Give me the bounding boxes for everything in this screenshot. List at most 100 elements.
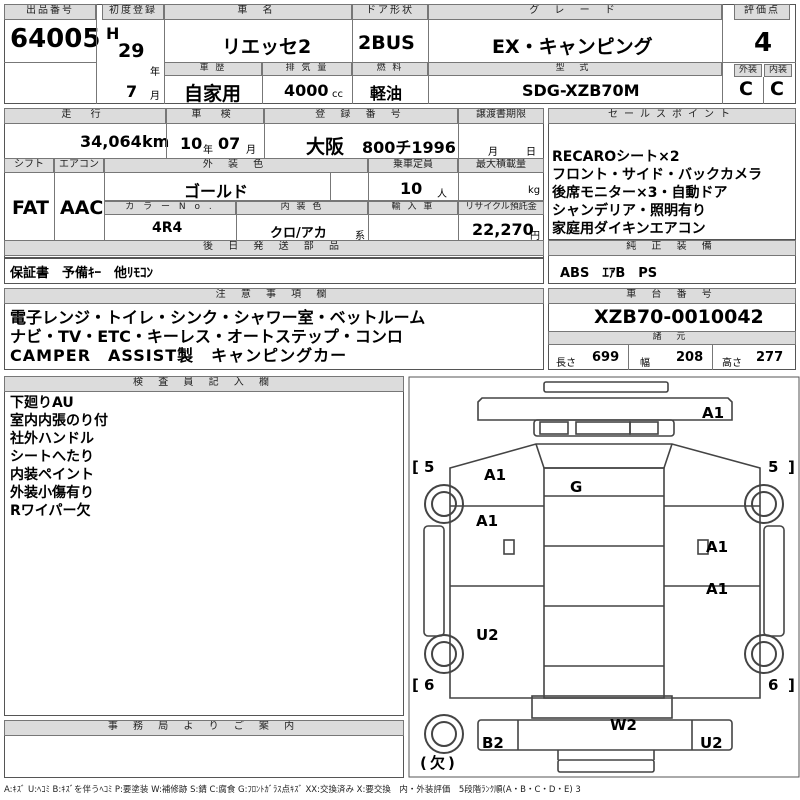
insp-year-unit: 年 (203, 145, 213, 156)
inspector-item: 内装ペイント (10, 467, 94, 483)
mileage-box (4, 108, 544, 258)
delivery-header: 後 日 発 送 部 品 (4, 240, 544, 256)
inspector-item: Rワイパー欠 (10, 503, 91, 519)
sales-item: シャンデリア・照明有り (552, 203, 706, 219)
damage-left-door: A1 (476, 512, 498, 530)
damage-front: A1 (702, 404, 724, 422)
history-header: 車 歴 (164, 62, 262, 76)
notes-list: 電子レンジ・トイレ・シンク・シャワー室・ベットルーム ナビ・TV・ETC・キーレ… (10, 308, 425, 365)
dims-header: 諸 元 (548, 331, 796, 345)
tyre-rl-value: 6 (424, 676, 434, 694)
capacity: 10 (400, 179, 423, 198)
damage-right-lower: A1 (706, 580, 728, 598)
displacement: 4000 (284, 81, 329, 100)
year-unit: 年 (150, 67, 160, 78)
history: 自家用 (184, 83, 242, 105)
ac-header: エアコン (54, 158, 104, 173)
office-header: 事 務 局 よ り ご 案 内 (4, 720, 404, 736)
cc-unit: cc (332, 89, 343, 100)
tyre-fl-value: 5 (424, 458, 434, 476)
sales-header: セールスポイント (548, 108, 796, 124)
inspector-item: 外装小傷有り (10, 485, 94, 501)
spare-mark: ( (420, 754, 427, 772)
sales-item: 後席モニター×3・自動ドア (552, 185, 728, 201)
transfer-day: 日 (526, 147, 536, 158)
ext-color: ゴールド (184, 182, 249, 201)
capacity-header: 乗車定員 (368, 158, 458, 173)
height-value: 277 (756, 350, 784, 365)
tyre-fl-mark: [ (412, 458, 419, 476)
note-line: CAMPER ASSIST製 キャンピングカー (10, 346, 348, 365)
month-unit: 月 (150, 91, 160, 102)
sales-item: フロント・サイド・バックカメラ (552, 167, 762, 183)
mileage-header: 走 行 (4, 108, 166, 124)
tyre-rr-mark: ] (788, 676, 795, 694)
mileage: 34,064 (80, 132, 142, 151)
door-header: ドア形状 (352, 4, 428, 20)
shift: FAT (12, 197, 49, 219)
sales-list: RECAROシート×2 フロント・サイド・バックカメラ 後席モニター×3・自動ド… (552, 148, 762, 238)
height-label: 高さ (722, 358, 742, 369)
damage-rear-mid: W2 (610, 716, 637, 734)
int-color: クロ/アカ (270, 226, 327, 241)
score: 4 (754, 28, 773, 58)
insp-month: 07 (218, 134, 241, 153)
tyre-fr-value: 5 (768, 458, 778, 476)
recycle: 22,270 (472, 220, 534, 239)
km-unit: km (142, 132, 170, 151)
score-header: 評価点 (734, 4, 790, 20)
interior-grade: C (770, 78, 784, 100)
inspector-box (4, 376, 404, 716)
insp-month-unit: 月 (246, 145, 256, 156)
car-name: リエッセ2 (222, 36, 312, 58)
first-reg-year: 29 (118, 40, 145, 62)
car-name-header: 車 名 (164, 4, 352, 20)
interior-header: 内装 (764, 64, 792, 77)
transfer-month: 月 (488, 147, 498, 158)
door-type: 2BUS (358, 32, 415, 54)
spare-value: 欠 (430, 754, 445, 772)
int-color-header: 内 装 色 (236, 201, 368, 215)
spare-mark-close: ) (448, 754, 455, 772)
load-unit: kg (528, 185, 541, 196)
legend: A:ｷｽﾞ U:ﾍｺﾐ B:ｷｽﾞを伴うﾍｺﾐ P:要塗装 W:補修跡 S:錆 … (4, 785, 581, 795)
transfer-header: 譲渡書期限 (458, 108, 544, 124)
exterior-header: 外装 (734, 64, 762, 77)
inspector-header: 検 査 員 記 入 欄 (4, 376, 404, 392)
load-header: 最大積載量 (458, 158, 544, 173)
era: H (106, 24, 120, 43)
sales-item: 家庭用ダイキンエアコン (552, 221, 706, 237)
inspector-item: 下廻りAU (10, 395, 74, 411)
vehicle-diagram: [ 5 5 ] [ 6 6 ] ( 欠 ) A1 A1 G A1 A1 A1 U… (408, 376, 800, 778)
inspector-item: 社外ハンドル (10, 431, 94, 447)
recycle-unit: 円 (530, 231, 540, 242)
damage-roof: G (570, 478, 582, 496)
length-value: 699 (592, 350, 620, 365)
tyre-rl-mark: [ (412, 676, 419, 694)
inspector-item: シートへたり (10, 449, 94, 465)
grade-header: グ レ ー ド (428, 4, 722, 20)
damage-hood-l: A1 (484, 466, 506, 484)
tyre-fr-mark: ] (788, 458, 795, 476)
displacement-header: 排 気 量 (262, 62, 352, 76)
chassis-header: 車 台 番 号 (548, 288, 796, 304)
note-line: 電子レンジ・トイレ・シンク・シャワー室・ベットルーム (10, 308, 426, 327)
model: SDG-XZB70M (522, 81, 640, 100)
insp-year: 10 (180, 134, 203, 153)
equipment-text: ABS ｴｱB PS (560, 266, 658, 281)
damage-right-upper: A1 (706, 538, 728, 556)
shift-header: シフト (4, 158, 54, 173)
inspection-header: 車 検 (166, 108, 264, 124)
width-value: 208 (676, 350, 704, 365)
width-label: 幅 (640, 358, 650, 369)
delivery-box (4, 258, 544, 284)
grade: EX・キャンピング (492, 36, 653, 58)
reg-header: 登 録 番 号 (264, 108, 458, 124)
recycle-header: リサイクル預託金 (458, 201, 544, 215)
reg-area: 大阪 (306, 136, 345, 158)
note-line: ナビ・TV・ETC・キーレス・オートステップ・コンロ (10, 327, 403, 346)
first-reg-month: 7 (126, 82, 138, 101)
ac: AAC (60, 197, 104, 219)
tyre-rr-value: 6 (768, 676, 778, 694)
capacity-unit: 人 (437, 189, 447, 200)
